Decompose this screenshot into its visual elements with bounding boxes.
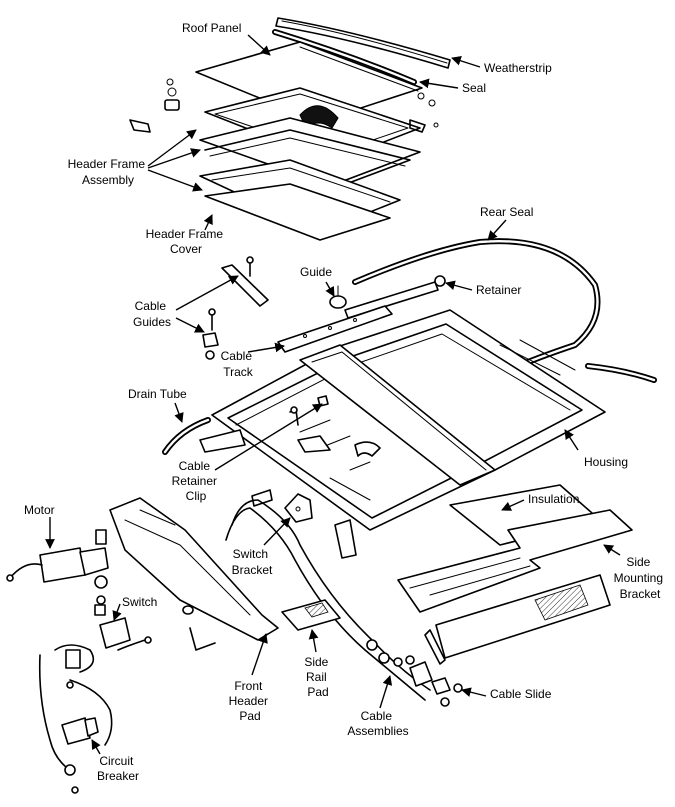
housing-part bbox=[199, 309, 606, 531]
leader-header-frame-3 bbox=[147, 169, 203, 192]
weatherstrip-part bbox=[275, 17, 451, 69]
drain-tube-part bbox=[162, 363, 657, 455]
label-drain-tube: Drain Tube bbox=[128, 387, 187, 401]
label-motor: Motor bbox=[24, 503, 55, 517]
label-switch: Switch bbox=[122, 595, 157, 609]
leader-cable-track bbox=[247, 342, 285, 353]
label-guide: Guide bbox=[300, 265, 332, 279]
leader-header-frame-2 bbox=[147, 148, 201, 169]
leader-cable-slide bbox=[461, 687, 487, 697]
rear-seal-part bbox=[352, 238, 601, 377]
leader-cable-retainer-clip bbox=[214, 403, 323, 471]
guide-part bbox=[329, 285, 347, 309]
leader-cable-assemblies bbox=[379, 675, 393, 709]
label-seal: Seal bbox=[462, 81, 486, 95]
seal-part bbox=[272, 29, 417, 85]
leader-side-rail-pad bbox=[308, 629, 319, 653]
label-retainer: Retainer bbox=[476, 283, 521, 297]
leader-cable-guides-2 bbox=[175, 317, 205, 333]
leader-switch-bracket bbox=[263, 517, 291, 546]
label-cable-retainer-clip: Cable Retainer Clip bbox=[172, 459, 221, 503]
leader-rear-seal bbox=[487, 219, 507, 241]
label-housing: Housing bbox=[584, 455, 628, 469]
leader-retainer bbox=[445, 280, 473, 291]
label-header-frame-cover: Header Frame Cover bbox=[146, 227, 227, 256]
front-header-pad-part bbox=[109, 497, 279, 651]
label-circuit-breaker: Circuit Breaker bbox=[97, 754, 139, 783]
circuit-breaker-part bbox=[38, 654, 113, 794]
roof-hardware bbox=[129, 78, 439, 133]
cable-assemblies-part bbox=[225, 499, 431, 701]
label-insulation: Insulation bbox=[528, 492, 579, 506]
leader-weatherstrip bbox=[451, 56, 481, 68]
leader-guide bbox=[325, 281, 335, 297]
leader-circuit-breaker bbox=[91, 739, 101, 755]
leader-roof-panel bbox=[247, 34, 271, 56]
leader-insulation bbox=[501, 499, 525, 511]
label-side-mounting-bracket: Side Mounting Bracket bbox=[614, 555, 667, 601]
label-header-frame-assembly: Header Frame Assembly bbox=[68, 157, 149, 187]
leader-seal bbox=[419, 78, 459, 89]
label-cable-guides: Cable Guides bbox=[133, 299, 171, 329]
switch-part bbox=[54, 617, 152, 673]
header-frame-cover-part bbox=[199, 159, 401, 241]
label-roof-panel: Roof Panel bbox=[182, 21, 241, 35]
leader-cable-guides-1 bbox=[175, 275, 239, 311]
leader-housing bbox=[564, 429, 579, 451]
callout-labels: Roof Panel Weatherstrip Seal Header Fram… bbox=[24, 21, 667, 783]
side-mounting-bracket-part bbox=[397, 509, 633, 613]
label-front-header-pad: Front Header Pad bbox=[229, 679, 272, 723]
leader-switch bbox=[112, 603, 122, 621]
label-switch-bracket: Switch Bracket bbox=[232, 547, 273, 577]
leader-side-mounting-bracket bbox=[603, 544, 621, 556]
leader-drain-tube bbox=[174, 402, 184, 423]
retainer-part bbox=[344, 275, 446, 319]
label-cable-assemblies: Cable Assemblies bbox=[347, 709, 408, 738]
header-frame-assembly-part bbox=[199, 87, 421, 191]
leader-header-frame-1 bbox=[147, 129, 197, 167]
leader-header-frame-cover bbox=[203, 214, 213, 231]
insulation-lower-panel-part bbox=[424, 574, 611, 665]
switch-bracket-part bbox=[251, 489, 313, 523]
label-weatherstrip: Weatherstrip bbox=[484, 61, 552, 75]
motor-part bbox=[6, 529, 109, 616]
side-rail-pad-part bbox=[281, 599, 341, 631]
label-rear-seal: Rear Seal bbox=[480, 205, 533, 219]
label-side-rail-pad: Side Rail Pad bbox=[304, 655, 331, 699]
label-cable-slide: Cable Slide bbox=[490, 687, 552, 701]
leader-front-header-pad bbox=[251, 633, 268, 676]
cable-guides-part bbox=[202, 256, 269, 360]
cable-slide-part bbox=[409, 661, 463, 707]
label-cable-track: Cable Track bbox=[221, 349, 256, 379]
leader-lines bbox=[45, 34, 621, 755]
